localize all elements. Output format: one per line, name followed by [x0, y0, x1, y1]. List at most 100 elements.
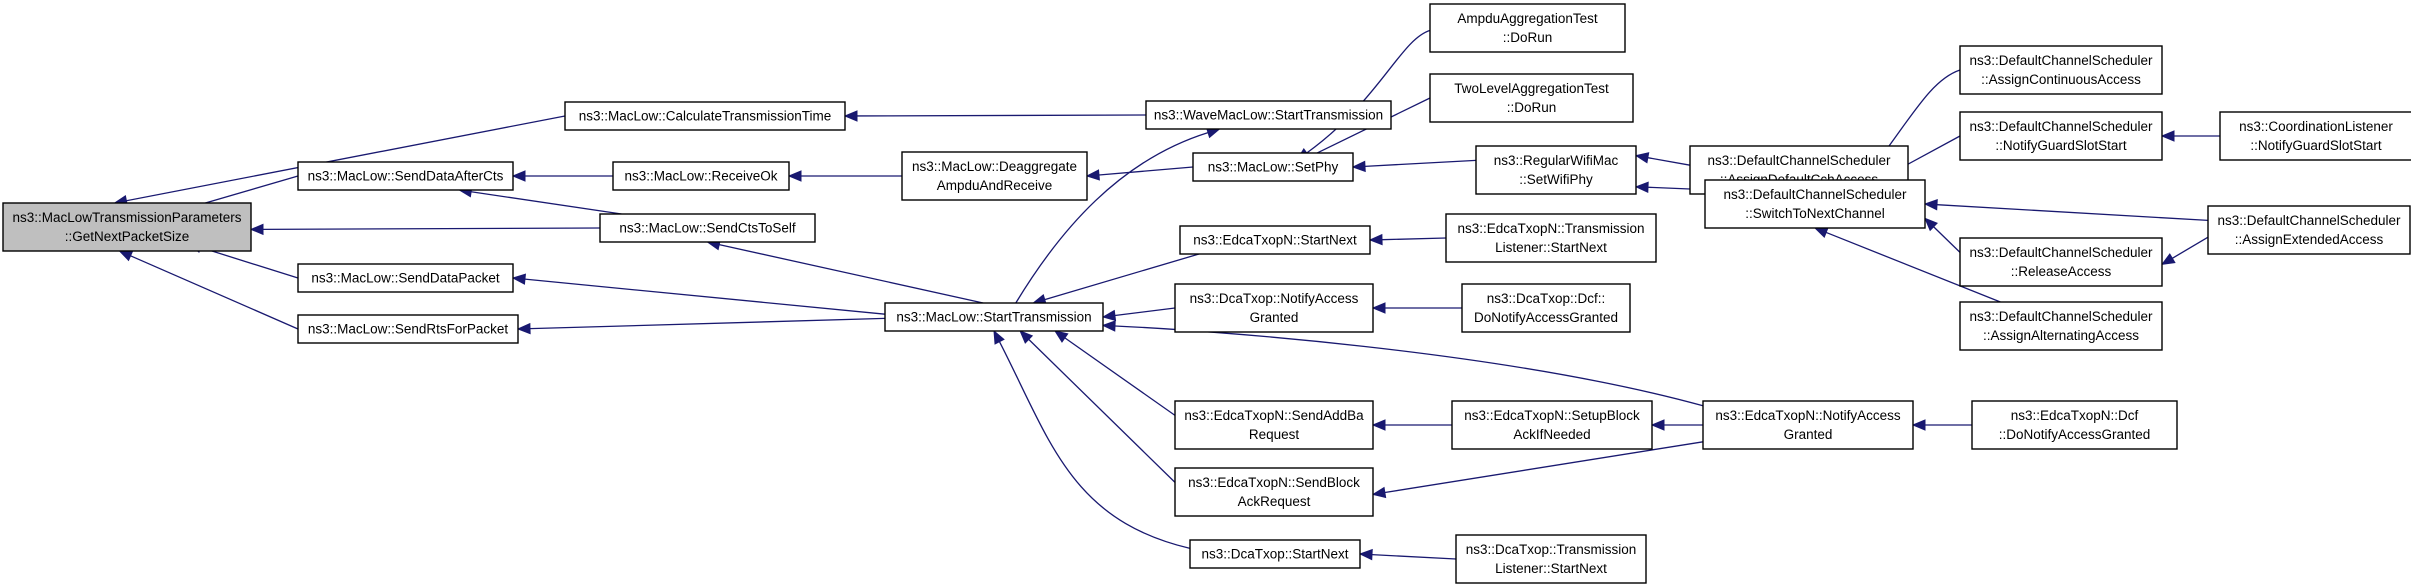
arrowhead-icon — [1371, 302, 1386, 314]
node-box — [901, 151, 1088, 201]
node-label: ::AssignContinuousAccess — [1981, 72, 2141, 87]
node-box — [1971, 400, 2178, 450]
edge-assignExtended-to-releaseAccess — [2160, 236, 2209, 266]
edge-line — [130, 255, 299, 330]
node-sendDataAfterCts[interactable]: ns3::MacLow::SendDataAfterCts — [297, 161, 514, 191]
arrowhead-icon — [1911, 419, 1926, 431]
node-box — [1189, 539, 1361, 569]
node-label: ::NotifyGuardSlotStart — [2250, 138, 2382, 153]
edge-edcaTxListener-to-edcaStartNext — [1368, 233, 1447, 246]
node-box — [612, 161, 790, 191]
node-coordNotify[interactable]: ns3::CoordinationListener::NotifyGuardSl… — [2219, 111, 2411, 161]
node-edcaNotify[interactable]: ns3::EdcaTxopN::NotifyAccessGranted — [1702, 400, 1914, 450]
node-box — [297, 161, 514, 191]
node-sendCtsToSelf[interactable]: ns3::MacLow::SendCtsToSelf — [599, 213, 816, 243]
arrowhead-icon — [843, 110, 858, 122]
node-edcaDcfNotify[interactable]: ns3::EdcaTxopN::Dcf::DoNotifyAccessGrant… — [1971, 400, 2178, 450]
node-notifyGuard[interactable]: ns3::DefaultChannelScheduler::NotifyGuar… — [1959, 111, 2163, 161]
edge-waveStartTx-to-calcTx — [843, 110, 1147, 122]
node-assignContinuous[interactable]: ns3::DefaultChannelScheduler::AssignCont… — [1959, 45, 2163, 95]
node-dcaDcfNotify[interactable]: ns3::DcaTxop::Dcf::DoNotifyAccessGranted — [1461, 283, 1631, 333]
node-label: AmpduAndReceive — [937, 178, 1053, 193]
edge-startTx-to-waveStartTx — [1015, 127, 1221, 304]
node-label: ns3::EdcaTxopN::Transmission — [1457, 221, 1644, 236]
node-label: ns3::WaveMacLow::StartTransmission — [1154, 108, 1383, 123]
node-label: ns3::MacLow::SendCtsToSelf — [619, 221, 796, 236]
edge-edcaNotify-to-edcaSetupBlock — [1650, 419, 1703, 431]
edge-startTx-to-sendCtsToSelf — [706, 239, 984, 304]
edge-line — [719, 243, 984, 304]
node-setPhy[interactable]: ns3::MacLow::SetPhy — [1192, 152, 1354, 182]
node-box — [1429, 73, 1634, 123]
edge-line — [200, 246, 299, 279]
edge-line — [1306, 29, 1431, 154]
node-label: ns3::EdcaTxopN::SendAddBa — [1184, 408, 1364, 423]
edge-deaggregate-to-receiveOk — [787, 170, 902, 182]
edge-line — [1371, 553, 1457, 560]
node-dcaNotify[interactable]: ns3::DcaTxop::NotifyAccessGranted — [1174, 283, 1374, 333]
edge-line — [1936, 204, 2209, 222]
node-label: ::DoRun — [1507, 100, 1557, 115]
arrowhead-icon — [1371, 486, 1387, 499]
node-label: ns3::DefaultChannelScheduler — [1723, 187, 1907, 202]
node-sendDataPacket[interactable]: ns3::MacLow::SendDataPacket — [297, 263, 514, 293]
arrowhead-icon — [2160, 253, 2176, 266]
node-sendRts[interactable]: ns3::MacLow::SendRtsForPacket — [297, 314, 519, 344]
node-label: ns3::RegularWifiMac — [1494, 153, 1619, 168]
node-edcaTxListener[interactable]: ns3::EdcaTxopN::TransmissionListener::St… — [1445, 213, 1657, 263]
edge-line — [1364, 159, 1477, 168]
node-twoLevelTest[interactable]: TwoLevelAggregationTest::DoRun — [1429, 73, 1634, 123]
edge-line — [998, 341, 1191, 550]
arrowhead-icon — [1019, 330, 1034, 344]
edge-line — [262, 227, 601, 231]
arrowhead-icon — [1085, 169, 1100, 181]
arrowhead-icon — [1351, 160, 1366, 173]
node-box — [1475, 145, 1637, 195]
node-regularSetPhy[interactable]: ns3::RegularWifiMac::SetWifiPhy — [1475, 145, 1637, 195]
node-calcTx[interactable]: ns3::MacLow::CalculateTransmissionTime — [564, 101, 846, 131]
node-ampduTest[interactable]: AmpduAggregationTest::DoRun — [1429, 3, 1626, 53]
node-box — [1704, 179, 1926, 229]
arrowhead-icon — [1101, 320, 1116, 332]
edge-assignAlternating-to-switchNext — [1813, 227, 2001, 303]
node-box — [297, 314, 519, 344]
edge-dcaDcfNotify-to-dcaNotify — [1371, 302, 1462, 314]
node-switchNext[interactable]: ns3::DefaultChannelScheduler::SwitchToNe… — [1704, 179, 1926, 229]
edge-startTx-to-sendRts — [516, 317, 886, 335]
arrowhead-icon — [249, 223, 264, 236]
node-receiveOk[interactable]: ns3::MacLow::ReceiveOk — [612, 161, 790, 191]
arrowhead-icon — [1924, 217, 1938, 232]
edge-line — [1114, 307, 1176, 317]
node-label: ns3::EdcaTxopN::NotifyAccess — [1715, 408, 1901, 423]
node-label: ::DoNotifyAccessGranted — [1999, 427, 2151, 442]
edge-edcaStartNext-to-startTx — [1031, 253, 1200, 305]
edge-setPhy-to-deaggregate — [1085, 166, 1194, 181]
arrowhead-icon — [1650, 419, 1665, 431]
node-dcaStartNext[interactable]: ns3::DcaTxop::StartNext — [1189, 539, 1361, 569]
node-label: ::AssignAlternatingAccess — [1983, 328, 2139, 343]
node-box — [1702, 400, 1914, 450]
node-assignExtended[interactable]: ns3::DefaultChannelScheduler::AssignExte… — [2207, 205, 2411, 255]
edge-line — [1064, 337, 1176, 416]
node-assignAlternating[interactable]: ns3::DefaultChannelScheduler::AssignAlte… — [1959, 301, 2163, 351]
node-label: ::DoRun — [1503, 30, 1553, 45]
node-dcaTxListener[interactable]: ns3::DcaTxop::TransmissionListener::Star… — [1455, 534, 1647, 584]
node-box — [2207, 205, 2411, 255]
arrowhead-icon — [511, 273, 526, 285]
node-root[interactable]: ns3::MacLowTransmissionParameters::GetNe… — [2, 202, 252, 252]
edge-edcaSetupBlock-to-edcaSendAddBa — [1371, 419, 1452, 431]
node-label: ns3::MacLow::SendRtsForPacket — [308, 322, 509, 337]
edge-line — [1028, 338, 1176, 483]
edge-assignExtended-to-switchNext — [1923, 198, 2209, 222]
edge-line — [1098, 166, 1194, 176]
node-box — [2, 202, 252, 252]
node-box — [1455, 534, 1647, 584]
node-waveStartTx[interactable]: ns3::WaveMacLow::StartTransmission — [1145, 100, 1392, 130]
node-releaseAccess[interactable]: ns3::DefaultChannelScheduler::ReleaseAcc… — [1959, 237, 2163, 287]
node-edcaStartNext[interactable]: ns3::EdcaTxopN::StartNext — [1179, 225, 1371, 255]
node-startTx[interactable]: ns3::MacLow::StartTransmission — [884, 302, 1104, 332]
